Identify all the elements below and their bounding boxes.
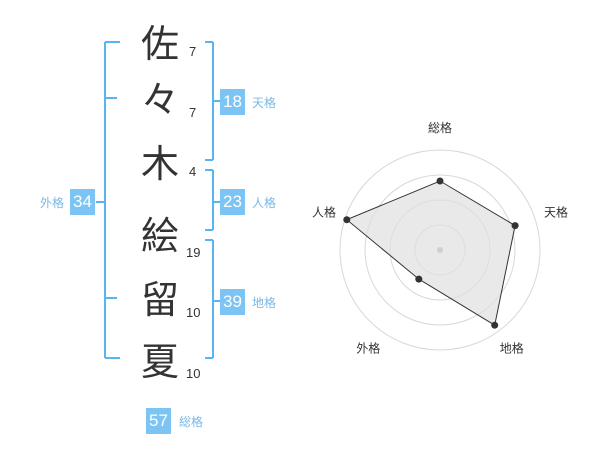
radar-point-4 [415, 275, 423, 283]
name-char-3: 木 [140, 142, 179, 186]
gaikaku-score-box: 34 [70, 189, 95, 215]
soukaku-score-box: 57 [146, 408, 171, 434]
stroke-count-4: 19 [186, 245, 201, 260]
gaikaku-label: 外格 [40, 196, 65, 210]
tenkaku-score-box: 18 [220, 89, 245, 115]
radar-axis-label-2: 天格 [544, 204, 568, 219]
name-char-5: 留 [140, 278, 179, 322]
name-char-4: 絵 [140, 214, 179, 258]
stroke-count-5: 10 [186, 305, 201, 320]
stroke-count-1: 7 [189, 44, 197, 59]
jinkaku-score-box: 23 [220, 189, 245, 215]
radar-axis-label-1: 総格 [428, 120, 452, 135]
radar-point-2 [511, 222, 519, 230]
jinkaku-label: 人格 [252, 196, 277, 210]
radar-points [343, 177, 519, 329]
radar-axis-label-3: 地格 [500, 341, 524, 356]
chikaku-score-box: 39 [220, 289, 245, 315]
name-char-6: 夏 [140, 340, 179, 384]
chikaku-label: 地格 [252, 296, 277, 310]
stroke-count-2: 7 [189, 105, 197, 120]
radar-ring [339, 149, 541, 351]
radar-point-5 [343, 216, 351, 224]
stroke-count-3: 4 [189, 164, 197, 179]
radar-ring [364, 174, 516, 326]
name-char-2: 々 [140, 78, 179, 122]
radar-series-polygon [345, 180, 516, 326]
stroke-count-6: 10 [186, 366, 201, 381]
soukaku-label: 総格 [179, 415, 204, 429]
name-char-1: 佐 [140, 22, 179, 66]
radar-point-3 [491, 321, 499, 329]
radar-center-dot [437, 247, 443, 253]
radar-axis-label-4: 外格 [356, 341, 380, 356]
radar-point-1 [436, 177, 444, 185]
tenkaku-label: 天格 [252, 96, 277, 110]
radar-axis-label-5: 人格 [312, 204, 336, 219]
